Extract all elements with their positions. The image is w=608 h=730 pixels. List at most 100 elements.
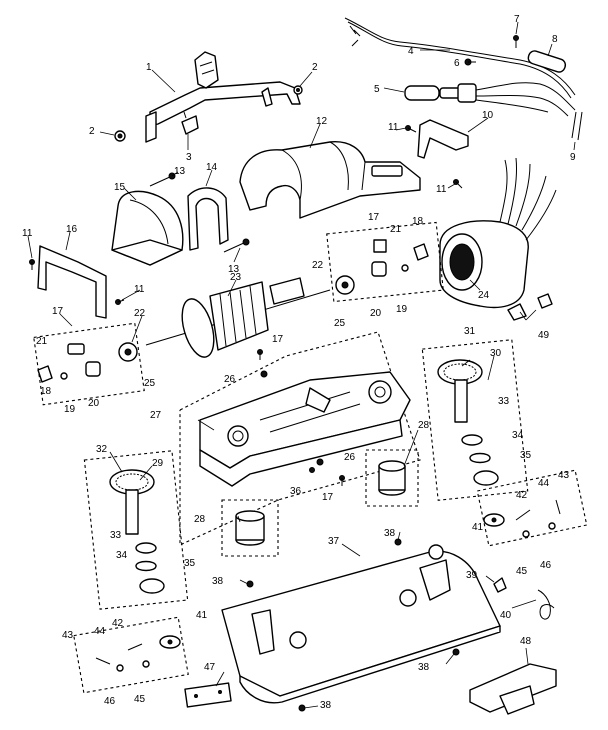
screw-13-bottom bbox=[223, 238, 250, 253]
callout-29: 29 bbox=[152, 458, 164, 469]
mounting-bracket bbox=[145, 51, 301, 143]
brush-holder-right bbox=[335, 239, 429, 295]
callout-38: 38 bbox=[212, 576, 224, 587]
callout-30: 30 bbox=[490, 348, 502, 359]
callout-18: 18 bbox=[412, 216, 424, 227]
callout-44: 44 bbox=[538, 478, 550, 489]
callout-16: 16 bbox=[66, 224, 78, 235]
screw-17-bottom bbox=[339, 475, 345, 486]
callout-34: 34 bbox=[512, 430, 524, 441]
callout-42: 42 bbox=[516, 490, 528, 501]
callout-43: 43 bbox=[62, 630, 74, 641]
callout-47: 47 bbox=[204, 662, 216, 673]
callout-9: 9 bbox=[570, 152, 576, 163]
bushing-left bbox=[235, 510, 265, 546]
callout-41: 41 bbox=[196, 610, 208, 621]
callout-38: 38 bbox=[320, 700, 332, 711]
callout-37: 37 bbox=[328, 536, 340, 547]
callout-labels: 1 2 2 3 4 5 6 7 8 9 10 11 11 11 11 12 13… bbox=[22, 14, 576, 711]
gear-right bbox=[437, 359, 499, 486]
screw-36 bbox=[309, 467, 315, 473]
base-plate bbox=[221, 544, 501, 704]
callout-38: 38 bbox=[384, 528, 396, 539]
screw-26-top bbox=[260, 370, 268, 378]
motor-housing-cover bbox=[239, 141, 421, 219]
callout-4: 4 bbox=[408, 46, 414, 57]
blade-guard bbox=[111, 190, 184, 266]
callout-44: 44 bbox=[94, 626, 106, 637]
callout-12: 12 bbox=[316, 116, 328, 127]
callout-19: 19 bbox=[64, 404, 76, 415]
callout-34: 34 bbox=[116, 550, 128, 561]
bushing-right bbox=[378, 460, 406, 496]
bushing-group-left bbox=[221, 499, 279, 557]
callout-43: 43 bbox=[558, 470, 570, 481]
callout-46: 46 bbox=[540, 560, 552, 571]
callout-25: 25 bbox=[334, 318, 346, 329]
screw-2-left bbox=[114, 130, 126, 142]
callout-40: 40 bbox=[500, 610, 512, 621]
callout-10: 10 bbox=[482, 110, 494, 121]
callout-14: 14 bbox=[206, 162, 218, 173]
callout-22: 22 bbox=[134, 308, 146, 319]
callout-20: 20 bbox=[370, 308, 382, 319]
screw-7 bbox=[513, 35, 519, 48]
blade-clamp-48 bbox=[469, 663, 557, 715]
callout-46: 46 bbox=[104, 696, 116, 707]
callout-45: 45 bbox=[134, 694, 146, 705]
screw-2-top bbox=[293, 85, 303, 95]
linkage-right bbox=[483, 499, 561, 538]
clip-49 bbox=[507, 293, 553, 321]
callout-17: 17 bbox=[52, 306, 64, 317]
callout-28: 28 bbox=[194, 514, 206, 525]
callout-17: 17 bbox=[368, 212, 380, 223]
callout-28: 28 bbox=[418, 420, 430, 431]
screw-11-c bbox=[29, 259, 35, 270]
callout-33: 33 bbox=[498, 396, 510, 407]
callout-7: 7 bbox=[514, 14, 520, 25]
callout-27: 27 bbox=[150, 410, 162, 421]
callout-25: 25 bbox=[144, 378, 156, 389]
screw-11-b bbox=[453, 179, 463, 189]
linkage-group-left bbox=[73, 616, 189, 694]
callout-23: 23 bbox=[230, 272, 242, 283]
gear-left bbox=[109, 469, 165, 594]
callout-22: 22 bbox=[312, 260, 324, 271]
gear-group-left bbox=[83, 450, 189, 610]
callout-6: 6 bbox=[454, 58, 460, 69]
callout-17: 17 bbox=[322, 492, 334, 503]
callout-48: 48 bbox=[520, 636, 532, 647]
callout-21: 21 bbox=[390, 224, 402, 235]
callout-11: 11 bbox=[134, 284, 145, 295]
stator bbox=[439, 157, 557, 309]
callout-24: 24 bbox=[478, 290, 490, 301]
callout-13: 13 bbox=[174, 166, 186, 177]
callout-11: 11 bbox=[388, 122, 399, 133]
screw-17-mid bbox=[257, 349, 263, 360]
gasket-14 bbox=[187, 187, 229, 251]
screw-6 bbox=[464, 58, 476, 66]
linkage-left bbox=[95, 635, 181, 672]
callout-11: 11 bbox=[436, 184, 447, 195]
brush-group-right bbox=[326, 221, 444, 303]
callout-26: 26 bbox=[224, 374, 236, 385]
callout-5: 5 bbox=[374, 84, 380, 95]
power-cord bbox=[344, 17, 576, 99]
callout-19: 19 bbox=[396, 304, 408, 315]
callout-2: 2 bbox=[89, 126, 95, 137]
base-casting-group bbox=[179, 331, 421, 546]
screw-13-top bbox=[149, 172, 176, 187]
armature bbox=[145, 277, 331, 358]
switch-assembly bbox=[404, 82, 576, 117]
callout-8: 8 bbox=[552, 34, 558, 45]
callout-2: 2 bbox=[312, 62, 318, 73]
left-bracket bbox=[37, 245, 107, 319]
callout-15: 15 bbox=[114, 182, 126, 193]
clip-39 bbox=[493, 577, 507, 593]
callout-35: 35 bbox=[184, 558, 196, 569]
callout-20: 20 bbox=[88, 398, 100, 409]
callout-33: 33 bbox=[110, 530, 122, 541]
switch-bracket bbox=[417, 119, 469, 159]
gear-group-right bbox=[421, 339, 529, 501]
